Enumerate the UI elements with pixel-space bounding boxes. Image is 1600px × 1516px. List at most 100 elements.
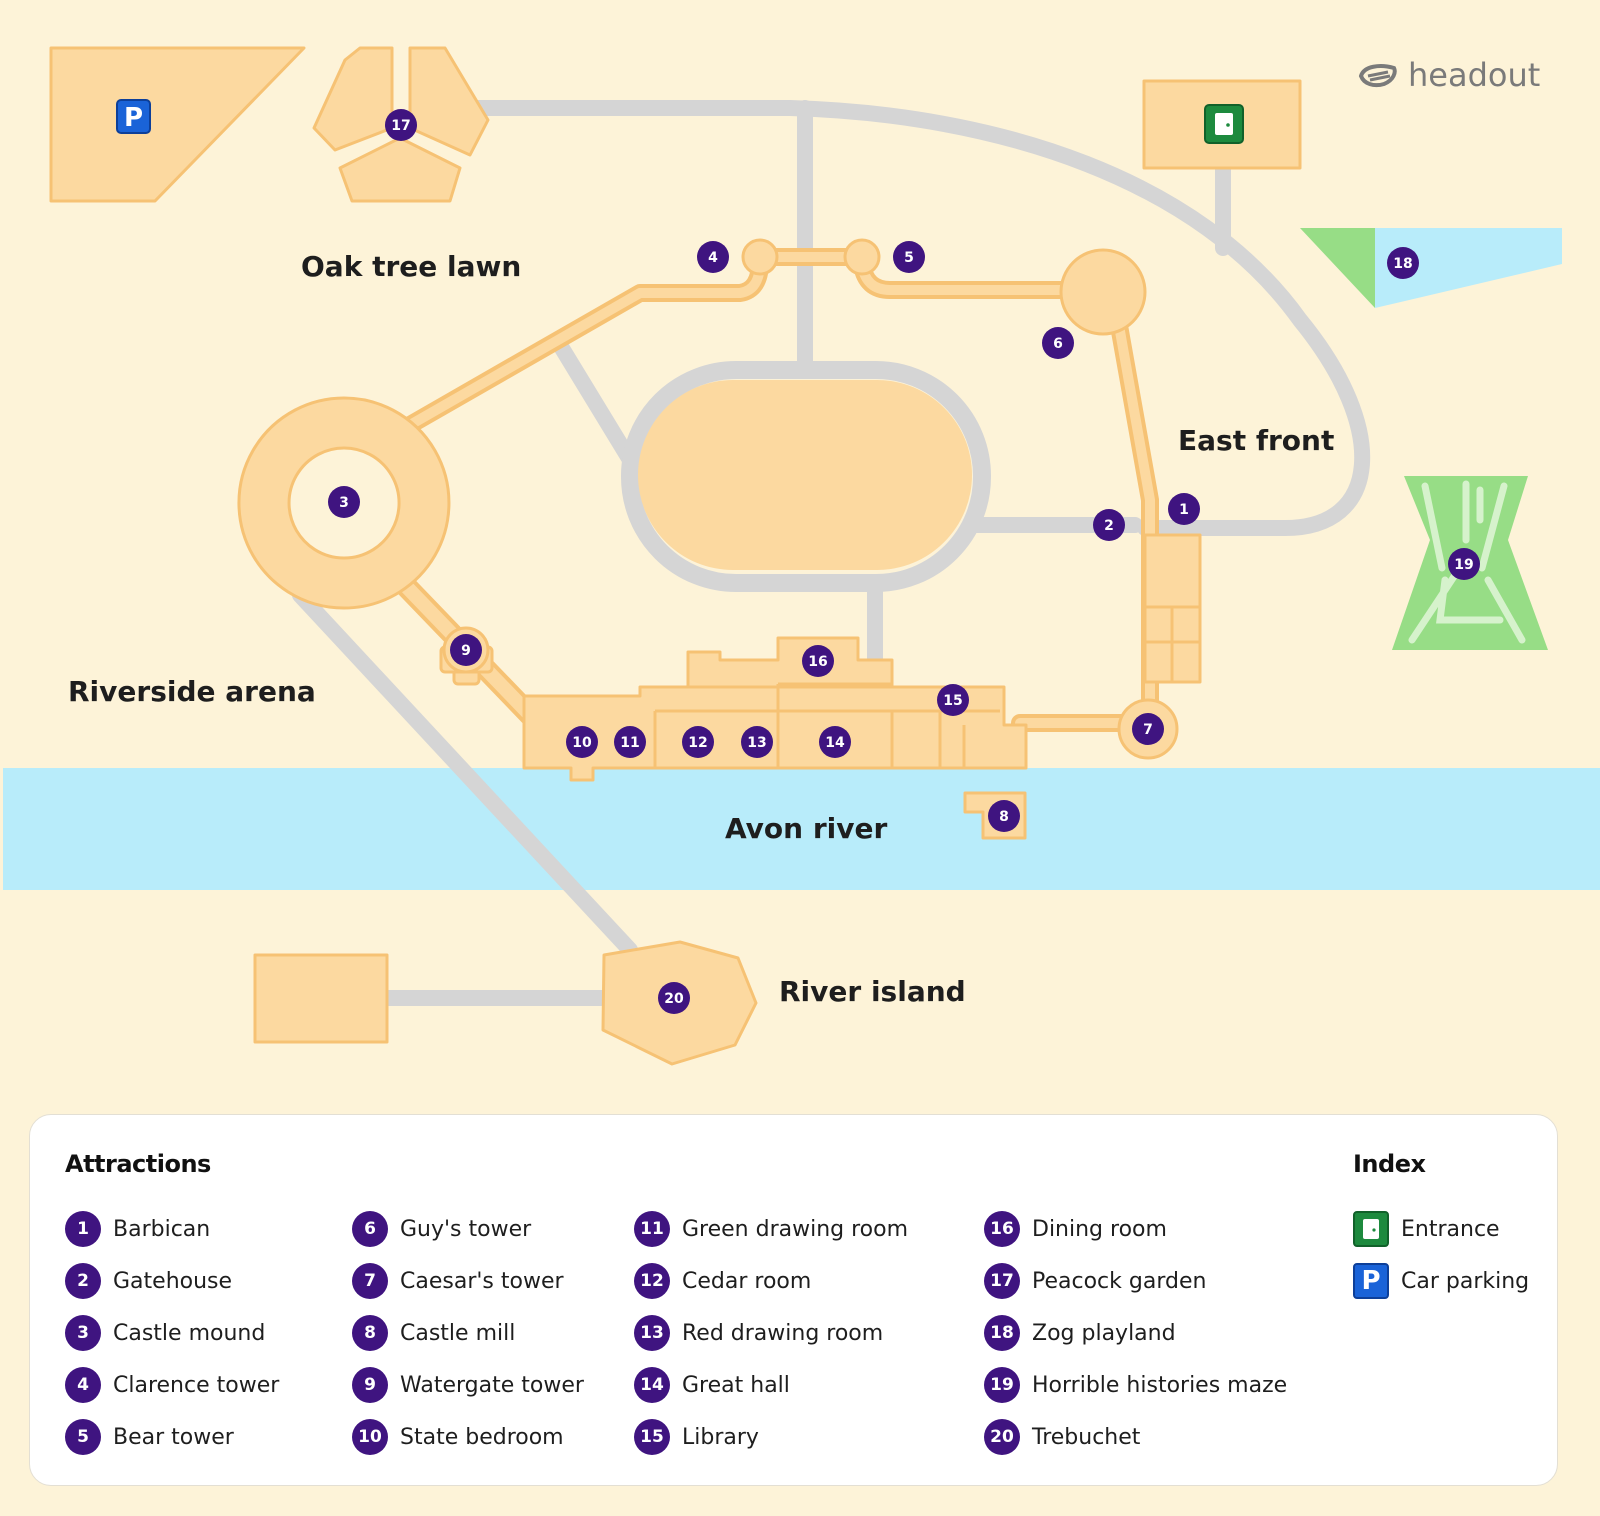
legend-label: Castle mound: [113, 1320, 266, 1346]
legend-item[interactable]: 3 Castle mound: [65, 1307, 279, 1359]
legend-label: Watergate tower: [400, 1372, 584, 1398]
svg-text:6: 6: [1053, 336, 1063, 352]
area-label-oak-tree-lawn: Oak tree lawn: [301, 250, 521, 283]
svg-text:2: 2: [1104, 518, 1114, 534]
legend-item[interactable]: 7 Caesar's tower: [352, 1255, 584, 1307]
legend-item[interactable]: 19 Horrible histories maze: [984, 1359, 1287, 1411]
legend-label: Gatehouse: [113, 1268, 233, 1294]
legend-number: 17: [984, 1263, 1020, 1299]
svg-text:9: 9: [461, 643, 471, 659]
legend-item[interactable]: 16 Dining room: [984, 1203, 1287, 1255]
pin-4[interactable]: 4: [697, 241, 729, 273]
legend-number: 4: [65, 1367, 101, 1403]
legend-label: Castle mill: [400, 1320, 516, 1346]
pin-17[interactable]: 17: [385, 109, 417, 141]
entrance-icon: [1353, 1211, 1389, 1247]
legend-label: Library: [682, 1424, 759, 1450]
pin-7[interactable]: 7: [1132, 713, 1164, 745]
headout-logo-icon: [1358, 64, 1397, 88]
inner-courtyard: [638, 380, 972, 570]
legend-item[interactable]: 4 Clarence tower: [65, 1359, 279, 1411]
legend-label: Clarence tower: [113, 1372, 280, 1398]
logo-text: headout: [1408, 56, 1541, 94]
pin-1[interactable]: 1: [1168, 493, 1200, 525]
legend-label: Horrible histories maze: [1032, 1372, 1288, 1398]
legend-label: Zog playland: [1032, 1320, 1176, 1346]
svg-text:10: 10: [572, 735, 592, 751]
svg-text:18: 18: [1393, 256, 1412, 272]
zog-playland: [1300, 228, 1562, 308]
area-label-avon-river: Avon river: [725, 812, 887, 845]
parking-icon: P: [1353, 1263, 1389, 1299]
legend-label: Dining room: [1032, 1216, 1167, 1242]
svg-text:13: 13: [747, 735, 766, 751]
svg-text:8: 8: [999, 809, 1009, 825]
parking-marker: P: [116, 99, 151, 134]
pin-16[interactable]: 16: [802, 645, 834, 677]
legend-number: 6: [352, 1211, 388, 1247]
legend-number: 12: [634, 1263, 670, 1299]
legend-label: Barbican: [113, 1216, 211, 1242]
castle-state-rooms: [522, 636, 1028, 782]
pin-14[interactable]: 14: [819, 726, 851, 758]
pin-19[interactable]: 19: [1448, 548, 1480, 580]
legend-label: Green drawing room: [682, 1216, 909, 1242]
attractions-title: Attractions: [65, 1150, 211, 1178]
attraction-pins: 1 2 3 4 5 6 7 8 9 10 11 12 13 14 15 16 1…: [328, 109, 1480, 1014]
legend-label: Caesar's tower: [400, 1268, 564, 1294]
index-item-car-parking[interactable]: P Car parking: [1353, 1255, 1529, 1307]
pin-9[interactable]: 9: [450, 634, 482, 666]
legend-number: 11: [634, 1211, 670, 1247]
pin-10[interactable]: 10: [566, 726, 598, 758]
castle-map: P Oak tree lawn East front Riverside are…: [3, 46, 1600, 1066]
legend-label: State bedroom: [400, 1424, 564, 1450]
legend-number: 7: [352, 1263, 388, 1299]
pin-6[interactable]: 6: [1042, 327, 1074, 359]
area-label-river-island: River island: [779, 975, 966, 1008]
peacock-garden-bed: [338, 136, 462, 203]
pin-20[interactable]: 20: [658, 982, 690, 1014]
svg-text:3: 3: [339, 495, 349, 511]
pin-2[interactable]: 2: [1093, 509, 1125, 541]
legend-label: Red drawing room: [682, 1320, 884, 1346]
svg-text:5: 5: [904, 250, 914, 266]
pin-18[interactable]: 18: [1387, 247, 1419, 279]
pin-5[interactable]: 5: [893, 241, 925, 273]
pin-15[interactable]: 15: [937, 684, 969, 716]
legend-number: 16: [984, 1211, 1020, 1247]
legend-number: 15: [634, 1419, 670, 1455]
legend-number: 20: [984, 1419, 1020, 1455]
peacock-garden-bed: [408, 46, 490, 157]
pin-11[interactable]: 11: [614, 726, 646, 758]
index-title: Index: [1353, 1150, 1426, 1178]
legend-number: 19: [984, 1367, 1020, 1403]
pin-12[interactable]: 12: [682, 726, 714, 758]
pin-8[interactable]: 8: [988, 800, 1020, 832]
legend-item[interactable]: 11 Green drawing room: [634, 1203, 908, 1255]
svg-text:16: 16: [808, 654, 827, 670]
index-item-entrance[interactable]: Entrance: [1353, 1203, 1529, 1255]
legend-number: 14: [634, 1367, 670, 1403]
legend-item[interactable]: 15 Library: [634, 1411, 908, 1463]
pin-3[interactable]: 3: [328, 486, 360, 518]
clarence-tower: [741, 238, 779, 276]
legend-number: 3: [65, 1315, 101, 1351]
svg-text:1: 1: [1179, 502, 1189, 518]
svg-text:4: 4: [708, 250, 718, 266]
pin-13[interactable]: 13: [741, 726, 773, 758]
avon-river: [3, 768, 1600, 890]
